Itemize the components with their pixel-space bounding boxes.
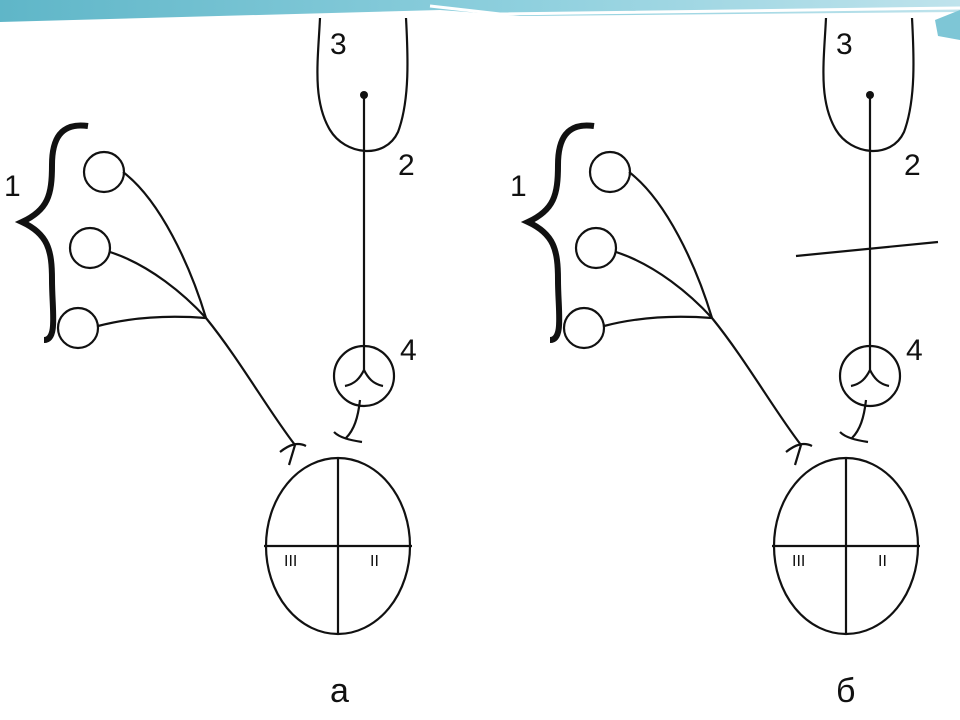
fiber-1 <box>122 171 208 319</box>
fiber-1 <box>628 171 714 319</box>
relay-synapse <box>850 367 890 388</box>
relay-synapse <box>344 367 384 388</box>
relay-neuron <box>838 344 902 408</box>
label-relay: 4 <box>906 334 923 367</box>
receptor-cell-2 <box>574 226 618 270</box>
receptor-cell-1 <box>588 150 632 194</box>
header-band <box>0 0 960 40</box>
diagram-a <box>14 17 412 636</box>
diagram-a-labels: 1 2 3 4 III II а <box>4 28 417 710</box>
mark-right: II <box>878 553 887 570</box>
group-brace <box>520 122 595 343</box>
fiber-3 <box>97 315 207 328</box>
label-relay: 4 <box>400 334 417 367</box>
caption-a: а <box>330 672 349 710</box>
label-group: 1 <box>4 170 21 203</box>
relay-axon <box>333 399 363 444</box>
caption-b: б <box>836 672 855 710</box>
group-brace <box>14 122 89 343</box>
mark-left: III <box>792 553 805 570</box>
receptor-cell-3 <box>56 306 100 350</box>
main-fiber <box>711 317 802 446</box>
relay-axon <box>839 399 869 444</box>
label-cortex: 3 <box>330 28 347 61</box>
label-junction: 2 <box>904 149 921 182</box>
diagram-b-labels: 1 2 3 4 III II б <box>510 28 923 710</box>
mark-left: III <box>284 553 297 570</box>
mark-right: II <box>370 553 379 570</box>
label-group: 1 <box>510 170 527 203</box>
transection-line <box>795 240 939 258</box>
label-cortex: 3 <box>836 28 853 61</box>
receptor-cell-1 <box>82 150 126 194</box>
diagram-b <box>520 17 939 636</box>
receptor-cell-2 <box>68 226 112 270</box>
relay-neuron <box>332 344 396 408</box>
main-fiber-synapse <box>279 442 307 466</box>
fiber-3 <box>603 315 713 328</box>
label-junction: 2 <box>398 149 415 182</box>
main-fiber <box>205 317 296 446</box>
fiber-2 <box>615 250 713 319</box>
receptor-cell-3 <box>562 306 606 350</box>
main-fiber-synapse <box>785 442 813 466</box>
fiber-2 <box>109 250 207 319</box>
